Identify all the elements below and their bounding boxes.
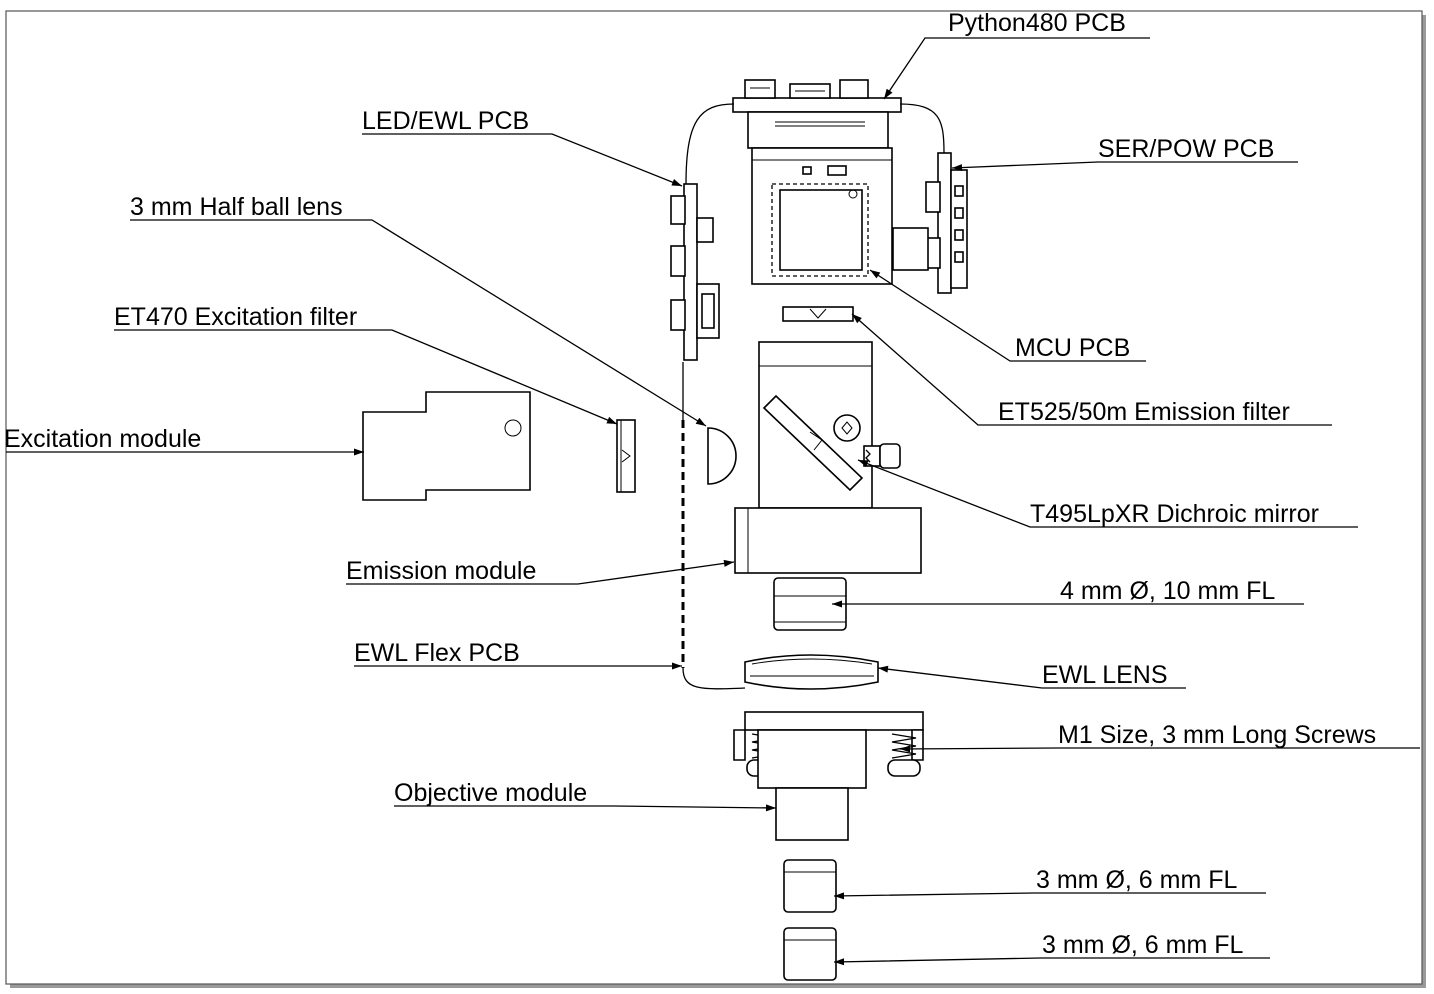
flex-cables <box>681 103 945 690</box>
lens-3mm-b-part <box>783 927 837 981</box>
mcu-pcb-part <box>751 147 893 285</box>
leader-lines <box>6 37 1420 966</box>
label-led-ewl-pcb: LED/EWL PCB <box>362 107 529 135</box>
lens-4mm-part <box>773 577 847 631</box>
label-ewl-flex-pcb: EWL Flex PCB <box>354 639 520 667</box>
lens-3mm-a-part <box>783 859 837 913</box>
label-python480-pcb: Python480 PCB <box>948 9 1126 37</box>
label-excitation-filter: ET470 Excitation filter <box>114 303 357 331</box>
dichroic-cube-part <box>758 341 901 509</box>
label-mcu-pcb: MCU PCB <box>1015 334 1130 362</box>
label-half-ball-lens: 3 mm Half ball lens <box>130 193 343 221</box>
emission-filter-part <box>782 306 854 322</box>
ewl-lens-part <box>744 654 879 690</box>
label-ewl-lens: EWL LENS <box>1042 661 1168 689</box>
label-emission-module: Emission module <box>346 557 536 585</box>
label-lens-3mm-b: 3 mm Ø, 6 mm FL <box>1042 931 1244 959</box>
label-lens-3mm-a: 3 mm Ø, 6 mm FL <box>1036 866 1238 894</box>
label-objective-module: Objective module <box>394 779 587 807</box>
frame <box>5 10 1426 988</box>
half-ball-lens-part <box>707 427 737 485</box>
label-lens-4mm: 4 mm Ø, 10 mm FL <box>1060 577 1275 605</box>
excitation-module-part <box>362 391 531 501</box>
label-emission-filter: ET525/50m Emission filter <box>998 398 1290 426</box>
label-ser-pow-pcb: SER/POW PCB <box>1098 135 1274 163</box>
label-dichroic-mirror: T495LpXR Dichroic mirror <box>1030 500 1319 528</box>
emission-module-part <box>734 507 922 574</box>
label-screws: M1 Size, 3 mm Long Screws <box>1058 721 1376 749</box>
excitation-filter-part <box>616 419 636 493</box>
led-ewl-pcb-part <box>670 183 720 361</box>
label-excitation-module: Excitation module <box>4 425 201 453</box>
objective-module-part <box>733 711 924 841</box>
python480-pcb-part <box>732 79 902 149</box>
ser-pow-pcb-part <box>892 152 968 294</box>
